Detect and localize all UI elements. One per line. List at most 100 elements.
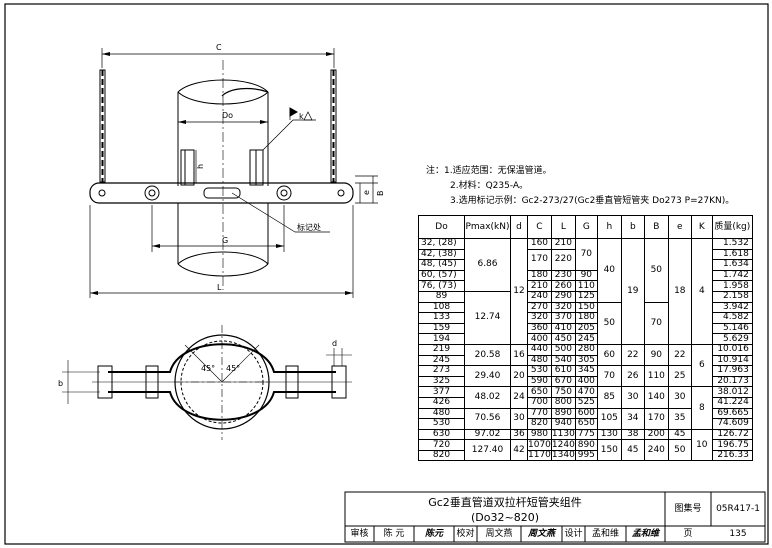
b-cell: 34	[620, 407, 645, 430]
header-cell: K	[690, 215, 713, 239]
c-cell: 770	[527, 407, 552, 420]
dim-label-L: L	[217, 283, 222, 292]
table-row: 426 700 800 525 41.224	[418, 396, 753, 409]
table-row: 76, (73) 210 260 110 1.958	[418, 280, 753, 292]
header-cell: e	[667, 215, 692, 239]
bb-cell: 90	[643, 343, 669, 367]
table-row: 480 70.56 30 770 890 600 105 34 170 35 6…	[418, 407, 753, 430]
c-cell: 650	[527, 386, 552, 398]
g-cell: 180	[574, 312, 598, 324]
l-cell: 450	[550, 333, 576, 345]
do-cell: 60, (57)	[418, 269, 465, 282]
l-cell: 670	[550, 375, 576, 388]
drawing-title: Gc2垂直管道双拉杆短管夹组件 (Do32~820)	[345, 492, 665, 529]
header-cell: B	[643, 215, 669, 239]
mass-cell: 196.75	[711, 439, 753, 451]
d-cell: 16	[510, 343, 528, 367]
e-cell: 25	[667, 365, 692, 388]
mass-cell: 69.665	[711, 407, 753, 420]
dim-label-d: d	[332, 339, 337, 348]
reviewer-name: 陈 元	[383, 529, 405, 539]
do-cell: 426	[418, 396, 465, 409]
e-cell: 35	[667, 407, 692, 430]
g-cell: 890	[574, 439, 598, 451]
c-cell: 180	[527, 269, 552, 282]
b-cell: 22	[620, 343, 645, 367]
mass-cell: 5.629	[711, 333, 753, 345]
h-cell: 130	[596, 428, 622, 441]
d-cell: 24	[510, 386, 528, 409]
dimension-arrows	[90, 52, 353, 295]
h-cell: 40	[596, 238, 622, 303]
mass-cell: 1.634	[711, 259, 753, 271]
g-cell: 205	[574, 322, 598, 335]
mass-cell: 1.958	[711, 280, 753, 292]
mass-cell: 1.618	[711, 248, 753, 261]
do-cell: 820	[418, 449, 465, 462]
atlas-number-label: 图集号	[674, 504, 702, 514]
d-cell: 12	[510, 238, 528, 345]
table-row: 133 320 370 180 4.582	[418, 312, 753, 324]
c-cell: 400	[527, 333, 552, 345]
do-cell: 273	[418, 365, 465, 377]
mass-cell: 126.72	[711, 428, 753, 441]
bb-cell: 110	[643, 365, 669, 388]
do-cell: 159	[418, 322, 465, 335]
pmax-cell: 97.02	[464, 428, 511, 441]
table-row: 219 20.58 16 440 500 280 60 22 90 22 6 1…	[418, 343, 753, 388]
mass-cell: 10.016	[711, 343, 753, 356]
h-cell: 105	[596, 407, 622, 430]
b-cell: 30	[620, 386, 645, 409]
header-cell: h	[596, 215, 622, 239]
g-cell: 110	[574, 280, 598, 292]
l-cell: 260	[550, 280, 576, 292]
l-cell: 410	[550, 322, 576, 335]
header-cell: 质量(kg)	[711, 215, 753, 239]
l-cell: 940	[550, 418, 576, 430]
pmax-cell: 6.86	[464, 238, 511, 292]
designer-name: 孟和维	[591, 529, 619, 539]
header-cell: C	[527, 215, 552, 239]
table-row: 159 360 410 205 5.146	[418, 322, 753, 335]
plan-view	[62, 325, 352, 440]
l-cell: 1130	[550, 428, 576, 441]
design-label: 设计	[564, 529, 583, 539]
bb-cell: 140	[643, 386, 669, 409]
review-label: 审核	[350, 529, 369, 539]
mass-cell: 216.33	[711, 449, 753, 462]
dim-label-b: b	[58, 379, 63, 388]
bb-cell: 170	[643, 407, 669, 430]
notes: 注：1.适应范围：无保温管道。 2.材料：Q235-A。 3.选用标记示例：Gc…	[426, 164, 734, 209]
pmax-cell: 48.02	[464, 386, 511, 409]
e-cell: 18	[667, 238, 692, 345]
l-cell: 890	[550, 407, 576, 420]
page-label: 页	[683, 529, 693, 539]
note-3: 3.选用标记示例：Gc2-273/27(Gc2垂直管短管夹 Do273 P=27…	[450, 196, 735, 206]
h-cell: 70	[596, 365, 622, 388]
d-cell: 30	[510, 407, 528, 430]
pmax-cell: 12.74	[464, 290, 511, 345]
reviewer-signature: 陈元	[424, 529, 443, 539]
dim-label-C: C	[216, 43, 222, 52]
l-cell: 800	[550, 396, 576, 409]
table-row: 108 270 320 150 50 70 3.942	[418, 301, 753, 345]
mass-cell: 1.532	[711, 238, 753, 250]
c-cell: 170	[527, 248, 552, 271]
e-cell: 22	[667, 343, 692, 367]
sheet-border	[4, 3, 769, 545]
c-cell: 590	[527, 375, 552, 388]
dim-label-e: e	[362, 190, 371, 195]
do-cell: 720	[418, 439, 465, 451]
l-cell: 220	[550, 248, 576, 271]
k-cell: 6	[690, 343, 713, 388]
c-cell: 160	[527, 238, 552, 250]
g-cell: 775	[574, 428, 598, 441]
do-cell: 530	[418, 418, 465, 430]
mass-cell: 2.158	[711, 290, 753, 303]
mass-cell: 10.914	[711, 354, 753, 367]
l-cell: 1240	[550, 439, 576, 451]
do-cell: 32, (28)	[418, 238, 465, 250]
h-cell: 150	[596, 439, 622, 462]
do-cell: 377	[418, 386, 465, 398]
g-cell: 650	[574, 418, 598, 430]
